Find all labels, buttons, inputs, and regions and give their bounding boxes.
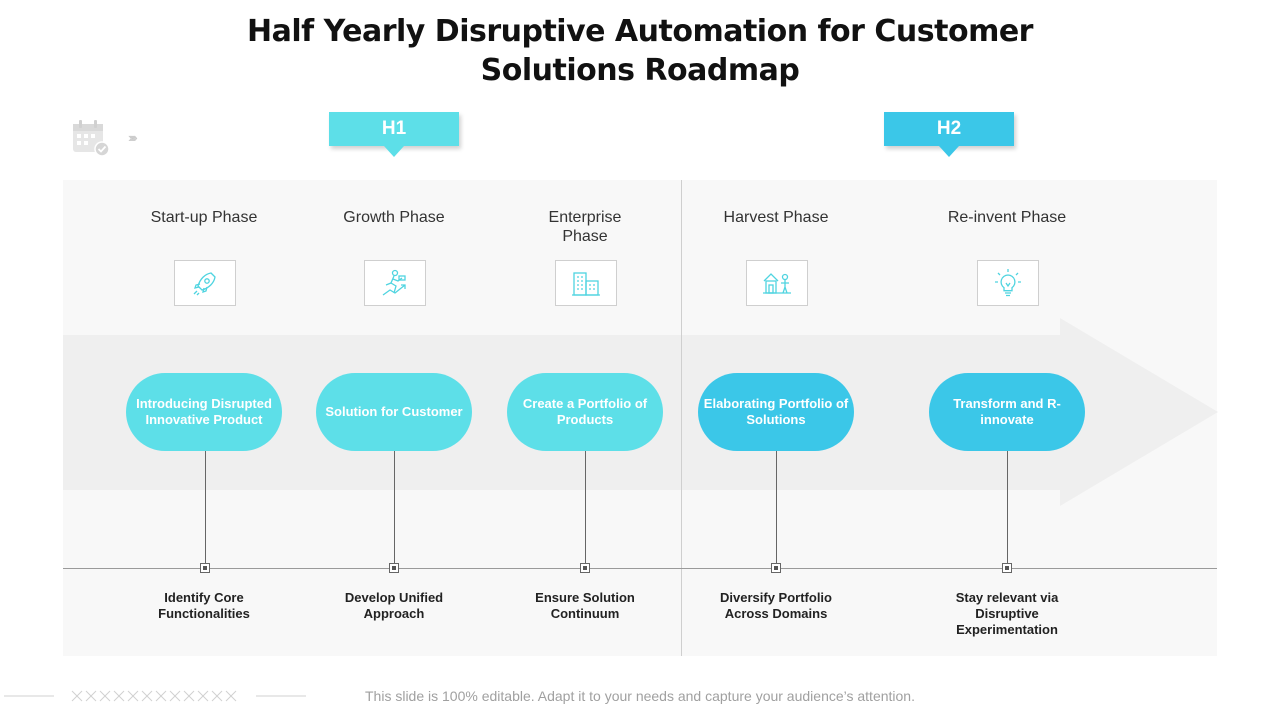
harvest-icon xyxy=(763,273,791,294)
phase-icon-box xyxy=(364,260,426,306)
phase-title: Enterprise Phase xyxy=(548,209,622,245)
phase-icon-box xyxy=(977,260,1039,306)
milestone-text: Stay relevant via Disruptive Experimenta… xyxy=(955,590,1059,637)
timeline-marker xyxy=(1002,563,1012,573)
h2-pointer xyxy=(939,146,959,157)
pill-text: Solution for Customer xyxy=(325,404,463,419)
runner-growth-icon xyxy=(382,269,406,296)
phase-icon-box xyxy=(746,260,808,306)
page-title: Half Yearly Disruptive Automation for Cu… xyxy=(247,14,1033,88)
phase-pill-5: Transform and R-innovate xyxy=(929,373,1085,451)
phase-pill-2: Solution for Customer xyxy=(316,373,472,451)
building-icon xyxy=(572,272,600,296)
h1-label: H1 xyxy=(381,118,407,139)
phase-title: Start-up Phase xyxy=(150,209,258,226)
phase-title: Harvest Phase xyxy=(723,209,829,226)
timeline-axis xyxy=(63,568,1217,569)
pill-text: Introducing Disrupted Innovative Product xyxy=(136,396,272,427)
chevrons-icon: ››››› xyxy=(128,130,138,145)
footer-decoration xyxy=(4,690,306,702)
h1-tag: H1 xyxy=(329,112,459,157)
timeline-marker xyxy=(200,563,210,573)
milestone-text: Develop Unified Approach xyxy=(344,590,444,621)
timeline-marker xyxy=(771,563,781,573)
connector-line xyxy=(776,451,777,568)
pill-text: Transform and R-innovate xyxy=(953,396,1061,427)
connector-line xyxy=(585,451,586,568)
calendar-icon xyxy=(72,118,112,163)
phase-pill-4: Elaborating Portfolio of Solutions xyxy=(698,373,854,451)
h2-tag: H2 xyxy=(884,112,1014,157)
phase-pill-1: Introducing Disrupted Innovative Product xyxy=(126,373,282,451)
milestone-text: Identify Core Functionalities xyxy=(158,590,250,621)
milestone-text: Diversify Portfolio Across Domains xyxy=(720,590,832,621)
phase-icon-box xyxy=(174,260,236,306)
milestone-text: Ensure Solution Continuum xyxy=(535,590,635,621)
pill-text: Create a Portfolio of Products xyxy=(522,396,648,427)
h1-pointer xyxy=(384,146,404,157)
h2-label: H2 xyxy=(936,118,962,139)
phase-icon-box xyxy=(555,260,617,306)
lightbulb-icon xyxy=(995,269,1021,297)
connector-line xyxy=(394,451,395,568)
rocket-icon xyxy=(193,272,216,296)
phase-title: Growth Phase xyxy=(343,209,445,226)
arrow-head xyxy=(1060,318,1218,506)
footer-note: This slide is 100% editable. Adapt it to… xyxy=(365,688,915,704)
connector-line xyxy=(205,451,206,568)
connector-line xyxy=(1007,451,1008,568)
phase-title: Re-invent Phase xyxy=(947,209,1067,226)
half-divider xyxy=(681,180,682,656)
timeline-marker xyxy=(389,563,399,573)
timeline-marker xyxy=(580,563,590,573)
phase-pill-3: Create a Portfolio of Products xyxy=(507,373,663,451)
pill-text: Elaborating Portfolio of Solutions xyxy=(703,396,849,427)
